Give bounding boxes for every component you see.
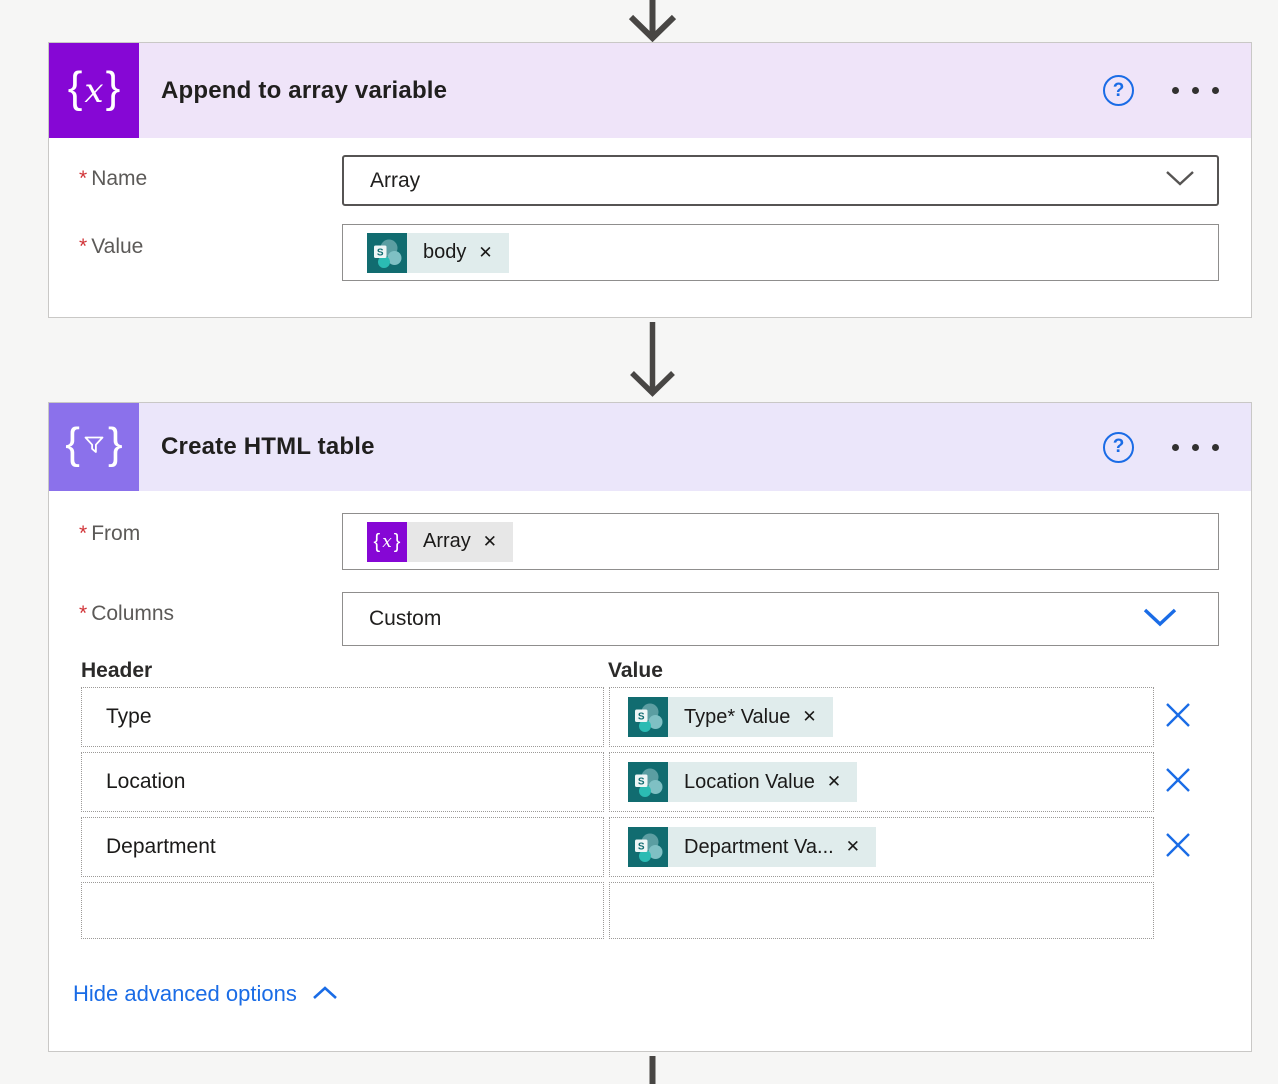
value-input[interactable]: S body ✕: [342, 224, 1219, 281]
value-cell-input[interactable]: S Type* Value ✕: [609, 687, 1154, 747]
sharepoint-icon: S: [628, 827, 668, 867]
header-cell-input[interactable]: Department: [81, 817, 604, 877]
remove-token-icon[interactable]: ✕: [478, 242, 493, 262]
svg-text:S: S: [638, 777, 645, 788]
type-value-token[interactable]: S Type* Value ✕: [628, 697, 833, 737]
svg-text:S: S: [377, 247, 384, 258]
card-header[interactable]: {x} Append to array variable ?: [49, 43, 1251, 138]
svg-text:S: S: [638, 712, 645, 723]
ellipsis-dot: [1212, 443, 1219, 451]
from-field-label: *From: [79, 522, 141, 545]
ellipsis-dot: [1192, 87, 1199, 94]
data-operation-funnel-icon: { }: [49, 403, 139, 491]
chevron-down-icon: [1142, 607, 1178, 632]
card-header[interactable]: { } Create HTML table ?: [49, 403, 1251, 491]
fx-variable-icon: {x}: [367, 521, 407, 562]
token-label: body ✕: [407, 232, 509, 273]
action-card-append-to-array-variable: {x} Append to array variable ? *Name Arr…: [48, 42, 1252, 318]
more-options-button[interactable]: [1168, 436, 1223, 459]
ellipsis-dot: [1192, 443, 1199, 451]
name-field-label: *Name: [79, 167, 148, 190]
header-cell-input[interactable]: Type: [81, 687, 604, 747]
chevron-up-icon: [311, 981, 339, 1007]
more-options-button[interactable]: [1168, 79, 1223, 102]
remove-token-icon[interactable]: ✕: [482, 531, 498, 551]
chevron-down-icon: [1165, 170, 1195, 191]
help-button[interactable]: ?: [1103, 431, 1134, 463]
connector-arrow-top: [605, 0, 700, 42]
funnel-icon: [83, 434, 105, 461]
from-input[interactable]: {x} Array ✕: [342, 513, 1219, 570]
header-actions: ?: [1103, 43, 1223, 138]
header-cell-input[interactable]: Location: [81, 752, 604, 812]
card-title: Create HTML table: [161, 433, 375, 460]
array-token[interactable]: {x} Array ✕: [367, 521, 514, 562]
sharepoint-icon: S: [628, 762, 668, 802]
hide-advanced-options-link[interactable]: Hide advanced options: [73, 981, 339, 1007]
ellipsis-dot: [1172, 87, 1179, 94]
connector-arrow-middle: [605, 320, 700, 398]
custom-columns-table: Type S Type* Value ✕ Location: [81, 687, 1154, 939]
value-field-label: *Value: [79, 235, 144, 258]
card-title: Append to array variable: [161, 76, 448, 104]
value-cell-input[interactable]: S Department Va... ✕: [609, 817, 1154, 877]
department-value-token[interactable]: S Department Va... ✕: [628, 827, 876, 867]
location-value-token[interactable]: S Location Value ✕: [628, 762, 858, 802]
header-cell-input-empty[interactable]: [81, 882, 604, 939]
remove-token-icon[interactable]: ✕: [826, 772, 842, 791]
value-cell-input-empty[interactable]: [609, 882, 1154, 939]
token-label: Department Va... ✕: [668, 827, 876, 867]
table-value-column-label: Value: [608, 659, 663, 682]
sharepoint-icon: S: [367, 232, 407, 273]
name-dropdown-value: Array: [370, 168, 421, 192]
connector-line-bottom: [649, 1056, 656, 1084]
action-card-create-html-table: { } Create HTML table ? *From: [48, 402, 1252, 1052]
delete-row-button[interactable]: [1162, 700, 1194, 732]
token-label: Type* Value ✕: [668, 697, 833, 737]
help-button[interactable]: ?: [1103, 75, 1134, 106]
variable-fx-icon: {x}: [49, 43, 139, 138]
value-cell-input[interactable]: S Location Value ✕: [609, 752, 1154, 812]
svg-text:S: S: [638, 842, 645, 853]
columns-dropdown[interactable]: Custom: [342, 592, 1219, 646]
token-label: Location Value ✕: [668, 762, 858, 802]
columns-dropdown-value: Custom: [369, 607, 442, 630]
sharepoint-icon: S: [628, 697, 668, 737]
header-actions: ?: [1103, 403, 1223, 491]
name-dropdown[interactable]: Array: [342, 155, 1219, 206]
table-header-column-label: Header: [81, 659, 153, 682]
remove-token-icon[interactable]: ✕: [802, 707, 817, 726]
ellipsis-dot: [1172, 443, 1179, 451]
token-label: Array ✕: [407, 521, 514, 562]
columns-field-label: *Columns: [79, 602, 175, 625]
delete-row-button[interactable]: [1162, 765, 1194, 797]
delete-row-button[interactable]: [1162, 830, 1194, 862]
remove-token-icon[interactable]: ✕: [845, 837, 860, 856]
ellipsis-dot: [1212, 87, 1219, 94]
body-token[interactable]: S body ✕: [367, 232, 509, 273]
